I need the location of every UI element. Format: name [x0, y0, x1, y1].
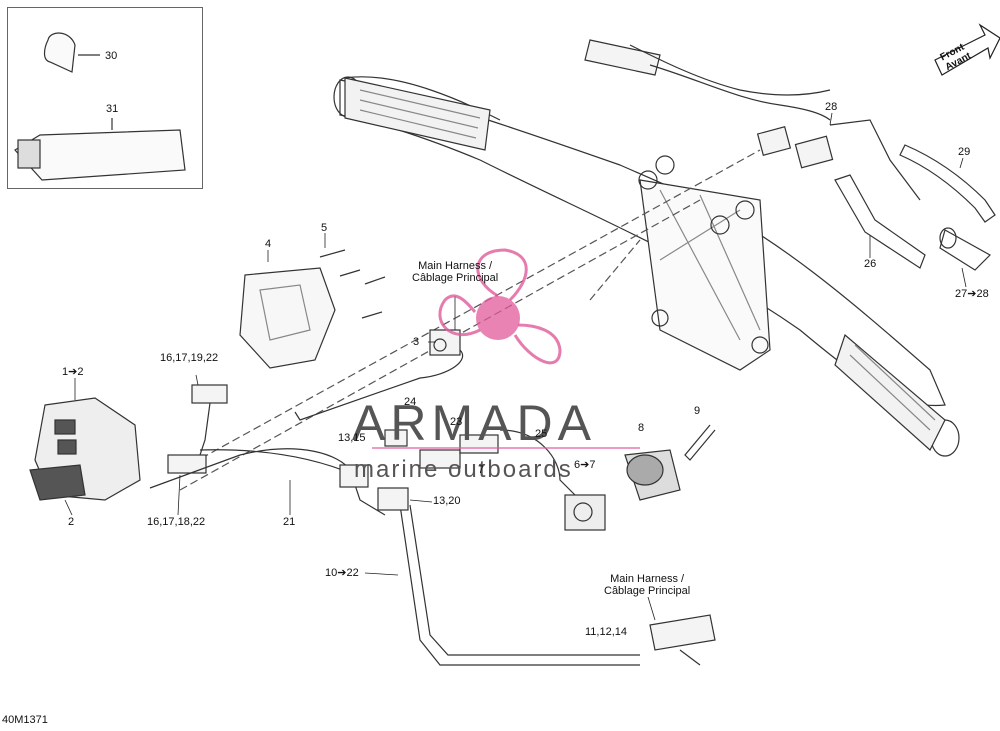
handlebar-riser — [638, 155, 771, 371]
part-label-6-7: 6➔7 — [574, 459, 596, 471]
part-label-9: 9 — [694, 405, 701, 417]
harness-21 — [149, 448, 640, 666]
part-label-31: 31 — [106, 103, 119, 115]
connector-11-12-14 — [649, 614, 716, 666]
part-label-25: 25 — [535, 428, 548, 440]
tube-31 — [14, 118, 186, 181]
main-harness-callout-top: Main Harness / Câblage Principal — [412, 260, 498, 284]
hose-26 — [834, 174, 926, 269]
screws-5 — [319, 249, 386, 319]
part-label-26: 26 — [864, 258, 877, 270]
hose-29 — [899, 144, 996, 223]
part-label-29: 29 — [958, 146, 971, 158]
part-label-23: 23 — [450, 416, 463, 428]
left-grip — [344, 77, 491, 151]
part-label-10-22: 10➔22 — [325, 567, 359, 579]
part-label-3: 3 — [413, 336, 420, 348]
switch-housing-4 — [239, 267, 336, 369]
connectors-28 — [756, 119, 921, 201]
sleeve-27-28 — [939, 227, 991, 271]
leader-lines — [64, 112, 967, 621]
pin-9 — [684, 424, 716, 461]
diagram-code: 40M1371 — [2, 714, 48, 726]
sensor-6-7 — [564, 494, 606, 531]
main-harness-line2: Câblage Principal — [412, 272, 499, 284]
part-8 — [624, 449, 681, 501]
watermark-subtitle: marine outboards — [354, 456, 573, 483]
ring-30 — [43, 32, 100, 73]
part-label-30: 30 — [105, 50, 118, 62]
watermark-title: ARMADA — [352, 395, 596, 451]
routing-lines — [179, 149, 761, 491]
part-label-24: 24 — [404, 396, 417, 408]
inset-box — [7, 7, 203, 189]
part-label-7: 7 — [478, 464, 485, 476]
part-label-13-15: 13,15 — [338, 432, 366, 444]
part-label-27-28: 27➔28 — [955, 288, 989, 300]
connectors-16-22 — [167, 384, 228, 474]
part-label-16-17-18-22: 16,17,18,22 — [147, 516, 206, 528]
connectors-13 — [339, 429, 409, 511]
watermark-logo — [372, 248, 640, 449]
part-label-28: 28 — [825, 101, 838, 113]
part-label-1-2: 1➔2 — [62, 366, 84, 378]
part-label-8: 8 — [638, 422, 645, 434]
front-arrow-icon — [934, 23, 1000, 76]
main-harness-line2: Câblage Principal — [604, 585, 691, 597]
main-harness-callout-bottom: Main Harness / Câblage Principal — [604, 573, 690, 597]
throttle-cable — [584, 39, 831, 121]
part-label-4: 4 — [265, 238, 272, 250]
harness-25 — [499, 429, 576, 496]
part-label-16-17-19-22: 16,17,19,22 — [160, 352, 219, 364]
part-3 — [294, 329, 464, 421]
part-label-13-20: 13,20 — [433, 495, 461, 507]
right-grip — [834, 333, 946, 451]
part-label-2: 2 — [68, 516, 75, 528]
part-label-11-12-14: 11,12,14 — [585, 626, 628, 638]
main-harness-line1: Main Harness / — [418, 260, 493, 272]
part-label-21: 21 — [283, 516, 296, 528]
part-label-5: 5 — [321, 222, 328, 234]
switch-assembly — [29, 397, 141, 501]
main-harness-line1: Main Harness / — [610, 573, 685, 585]
